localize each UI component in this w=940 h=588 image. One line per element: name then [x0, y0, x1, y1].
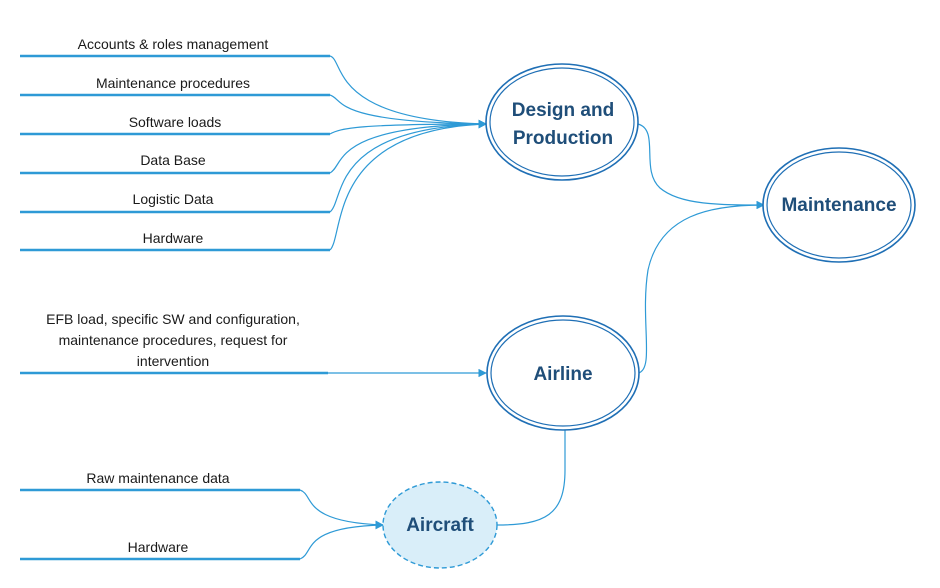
connector-design-to-maintenance — [637, 123, 765, 210]
input-label-efb-line1: EFB load, specific SW and configuration, — [46, 311, 300, 327]
input-label-database: Data Base — [140, 152, 206, 168]
node-airline: Airline — [486, 315, 640, 431]
input-label-efb-line2: maintenance procedures, request for — [59, 332, 288, 348]
connector-hardware-to-design — [329, 120, 487, 251]
node-aircraft: Aircraft — [382, 481, 498, 569]
connector-raw-data-to-aircraft — [299, 489, 384, 529]
connector-logistic-to-design — [329, 119, 487, 213]
connector-procedures-to-design — [329, 94, 487, 129]
input-label-software-loads: Software loads — [129, 114, 222, 130]
connector-software-to-design — [329, 119, 487, 135]
node-maintenance: Maintenance — [762, 147, 916, 263]
node-aircraft-label: Aircraft — [406, 515, 474, 536]
connector-accounts-to-design — [329, 55, 487, 129]
node-airline-label: Airline — [533, 364, 592, 385]
connector-airline-to-maintenance — [637, 200, 765, 374]
input-label-hardware-design: Hardware — [143, 230, 204, 246]
input-label-raw-data: Raw maintenance data — [86, 470, 229, 486]
connector-aircraft-to-airline — [496, 430, 566, 526]
input-label-hardware-aircraft: Hardware — [128, 539, 189, 555]
input-label-logistic-data: Logistic Data — [133, 191, 214, 207]
node-design-line2: Production — [513, 128, 613, 149]
connector-database-to-design — [329, 119, 487, 174]
node-design-production: Design and Production — [485, 63, 639, 181]
input-label-efb-line3: intervention — [137, 353, 209, 369]
input-label-maintenance-procedures: Maintenance procedures — [96, 75, 250, 91]
node-maintenance-label: Maintenance — [781, 195, 896, 216]
input-label-accounts: Accounts & roles management — [78, 36, 269, 52]
connector-hardware-to-aircraft — [299, 520, 384, 560]
node-design-line1: Design and — [512, 100, 614, 121]
